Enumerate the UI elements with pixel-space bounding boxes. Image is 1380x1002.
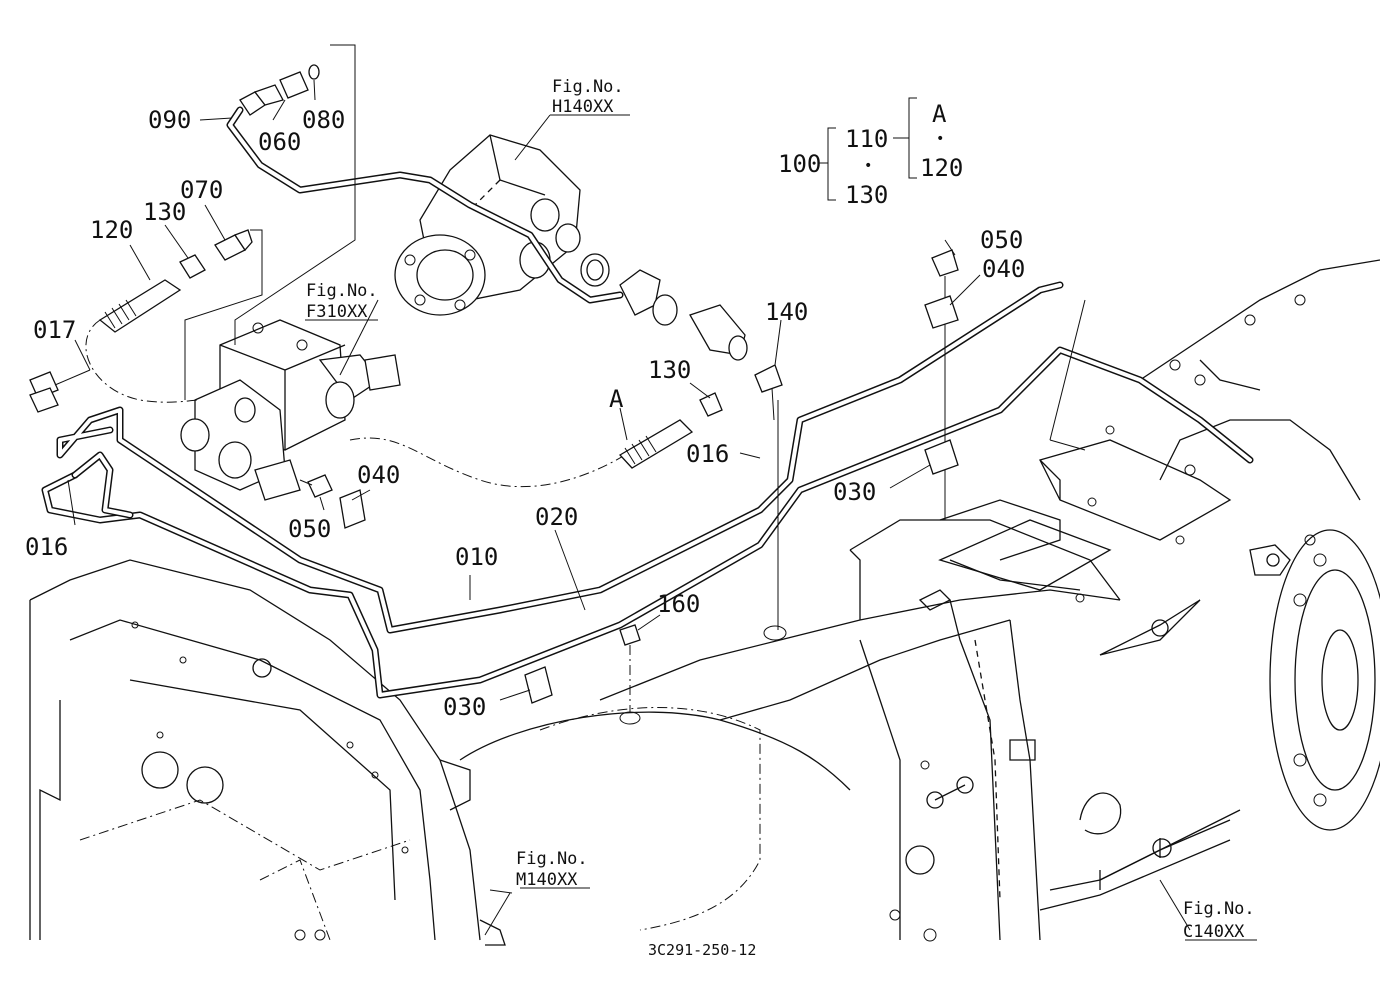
- label-080: 080: [302, 106, 345, 134]
- kit-110: 110: [845, 125, 888, 153]
- label-160: 160: [657, 590, 700, 618]
- clamp-130-left: [179, 254, 206, 279]
- hydraulic-pump: [394, 134, 581, 316]
- elbow-140: [754, 364, 783, 421]
- fig-f310-code: F310XX: [306, 302, 368, 322]
- kit-dot-2: •: [936, 131, 944, 147]
- label-060: 060: [258, 128, 301, 156]
- fig-h140-caption: Fig.No.: [552, 77, 624, 97]
- label-070: 070: [180, 176, 223, 204]
- part-labels: 090 060 080 070 130 120 017 016 050 040 …: [25, 106, 1025, 721]
- label-130-right: 130: [648, 356, 691, 384]
- bolt-050-right: [931, 249, 959, 520]
- label-030-right: 030: [833, 478, 876, 506]
- label-050-right: 050: [980, 226, 1023, 254]
- fitting-090: [239, 84, 284, 116]
- diagram-code: 3C291-250-12: [648, 941, 756, 959]
- fig-c140-caption: Fig.No.: [1183, 899, 1255, 919]
- fitting-070: [214, 229, 253, 261]
- label-050-left: 050: [288, 515, 331, 543]
- kit-labels: 100 110 • 130 A • 120: [778, 100, 963, 209]
- fig-c140-code: C140XX: [1183, 922, 1245, 942]
- clamp-030-right: [924, 439, 959, 475]
- kit-dot-1: •: [864, 158, 872, 174]
- label-040-left: 040: [357, 461, 400, 489]
- label-040-right: 040: [982, 255, 1025, 283]
- clip-017: [29, 371, 59, 413]
- hose-end-A: [618, 419, 694, 469]
- fitting-060: [279, 71, 309, 99]
- label-016-right: 016: [686, 440, 729, 468]
- label-020: 020: [535, 503, 578, 531]
- callout-leaders: [54, 44, 1257, 941]
- marker-a: A: [609, 385, 624, 413]
- kit-120: 120: [920, 154, 963, 182]
- label-010: 010: [455, 543, 498, 571]
- clamp-040-right: [924, 295, 959, 329]
- label-090: 090: [148, 106, 191, 134]
- plug-160: [619, 624, 641, 725]
- transmission-flange-right: [1105, 259, 1380, 831]
- clamp-130-right: [699, 392, 723, 417]
- kit-bracket: [818, 97, 917, 201]
- label-016-left: 016: [25, 533, 68, 561]
- fig-h140-code: H140XX: [552, 97, 614, 117]
- o-ring-080: [308, 64, 320, 80]
- figure-references: Fig.No. H140XX Fig.No. F310XX Fig.No. M1…: [306, 77, 1255, 942]
- tractor-housing-left: [29, 559, 506, 946]
- fig-f310-caption: Fig.No.: [306, 281, 378, 301]
- bolt-050-left: [307, 474, 333, 511]
- label-030-left: 030: [443, 693, 486, 721]
- fig-m140-caption: Fig.No.: [516, 849, 588, 869]
- pump-fittings: [580, 253, 748, 361]
- hose-end-120: [98, 279, 182, 333]
- control-valve: [180, 319, 401, 501]
- transmission-case: [459, 439, 1241, 942]
- kit-a: A: [932, 100, 947, 128]
- kit-100: 100: [778, 150, 821, 178]
- hoses: [85, 319, 626, 488]
- label-130-left: 130: [143, 198, 186, 226]
- label-017: 017: [33, 316, 76, 344]
- label-120: 120: [90, 216, 133, 244]
- fig-m140-code: M140XX: [516, 870, 578, 890]
- pipes: [41, 106, 1254, 699]
- label-140: 140: [765, 298, 808, 326]
- kit-130: 130: [845, 181, 888, 209]
- clamp-040-left: [339, 489, 366, 529]
- clamp-030-left: [524, 666, 553, 704]
